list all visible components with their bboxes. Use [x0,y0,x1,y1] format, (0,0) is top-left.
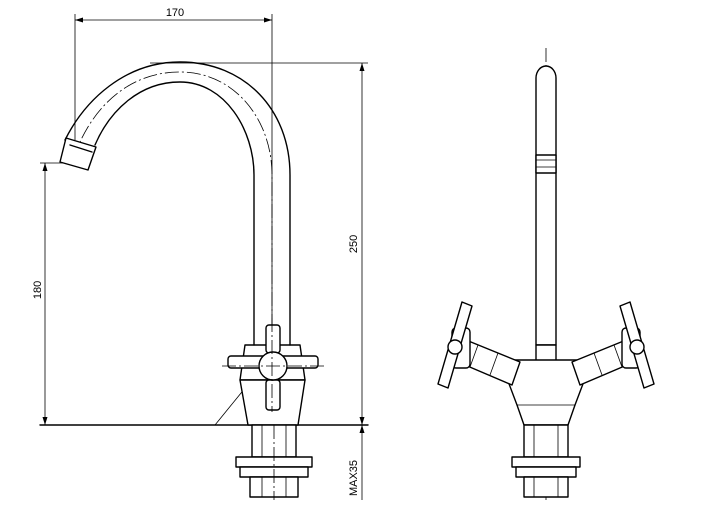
spout [59,61,291,350]
front-handle-right [571,301,655,389]
dim-spout-height-label: 180 [32,281,44,299]
front-body [499,344,593,426]
front-handle-left [437,301,521,389]
side-body [222,318,324,426]
dim-reach-label: 170 [166,7,184,19]
dim-max-mount-label: MAX35 [348,460,360,496]
front-shank [511,424,581,498]
side-shank [235,424,313,500]
dim-total-height: 250 [150,62,368,425]
dim-total-height-label: 250 [348,235,360,253]
dim-spout-height: 180 [32,162,78,425]
side-view: 170 180 250 MAX35 [32,7,369,500]
front-spout [535,65,557,346]
dim-max-mount: MAX35 [348,425,365,500]
front-view [437,48,655,500]
dim-reach: 170 [74,7,273,330]
